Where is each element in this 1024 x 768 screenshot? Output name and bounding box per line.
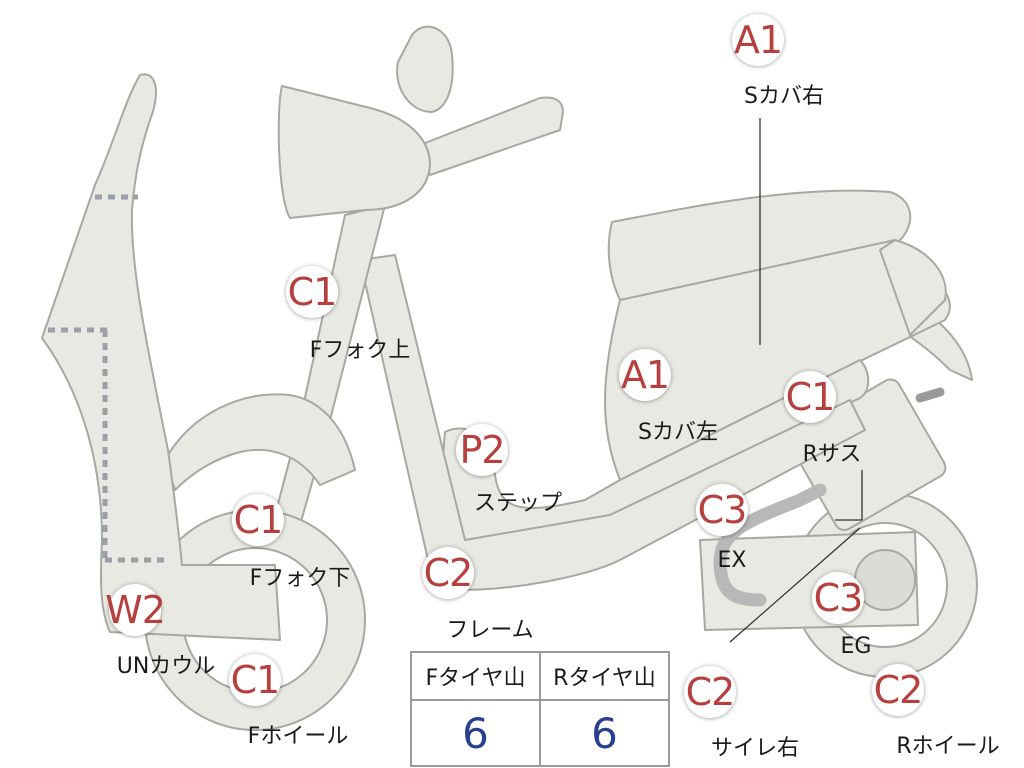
part-label-r-shock: Rサス — [802, 442, 862, 467]
part-badge-f-wheel: C1 — [229, 654, 281, 706]
part-badge-s-cover-right: A1 — [732, 14, 784, 66]
part-label-step: ステップ — [473, 491, 563, 516]
part-badge-f-fork-upper: C1 — [286, 266, 338, 318]
front-tire-value: 6 — [410, 699, 541, 767]
headlight-housing — [277, 85, 431, 219]
part-badge-under-cowl: W2 — [105, 584, 166, 636]
part-label-frame: フレーム — [446, 618, 534, 643]
part-badge-step: P2 — [456, 424, 508, 476]
part-badge-engine: C3 — [812, 572, 864, 624]
rear-body-tail — [879, 239, 947, 336]
front-fender — [164, 393, 356, 491]
leader-silencer-right — [729, 527, 861, 643]
part-label-engine: EG — [840, 634, 872, 659]
front-tire-header: Fタイヤ山 — [410, 651, 541, 701]
part-label-s-cover-left: Sカバ左 — [638, 420, 718, 445]
mirror — [396, 25, 454, 113]
part-badge-r-wheel: C2 — [872, 664, 924, 716]
handlebar — [419, 96, 564, 176]
engine-hub — [854, 549, 916, 611]
front-cowl — [41, 73, 281, 641]
part-label-silencer-right: サイレ右 — [710, 736, 800, 761]
part-label-under-cowl: UNカウル — [116, 654, 216, 679]
part-label-f-wheel: Fホイール — [247, 724, 349, 749]
part-label-s-cover-right: Sカバ右 — [744, 84, 824, 109]
part-label-exhaust: EX — [717, 548, 747, 573]
part-badge-exhaust: C3 — [696, 484, 748, 536]
part-label-r-wheel: Rホイール — [896, 734, 1000, 759]
rear-tire-header: Rタイヤ山 — [539, 651, 670, 701]
rear-tire-value: 6 — [539, 699, 670, 767]
part-badge-s-cover-left: A1 — [619, 349, 671, 401]
part-label-f-fork-upper: Fフォク上 — [309, 338, 411, 363]
part-label-f-fork-lower: Fフォク下 — [249, 566, 351, 591]
part-badge-r-shock: C1 — [784, 371, 836, 423]
part-badge-f-fork-lower: C1 — [232, 494, 284, 546]
tire-table-header-row: Fタイヤ山 Rタイヤ山 — [410, 651, 670, 701]
tire-table-value-row: 6 6 — [410, 699, 670, 767]
part-badge-frame: C2 — [422, 547, 474, 599]
rear-shock-rod — [915, 387, 945, 403]
part-badge-silencer-right: C2 — [684, 666, 736, 718]
exhaust-pipe — [713, 483, 827, 607]
tire-tread-table: Fタイヤ山 Rタイヤ山 6 6 — [410, 651, 670, 767]
